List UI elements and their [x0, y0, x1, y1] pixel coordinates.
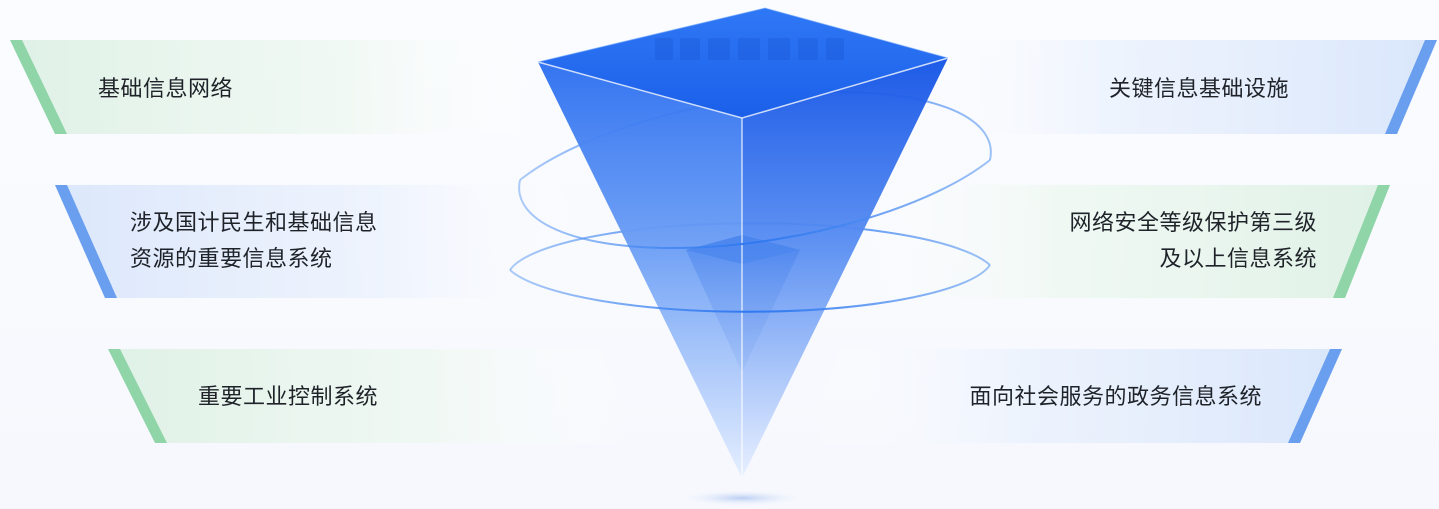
right-label-2-line-2: 及以上信息系统: [1159, 247, 1317, 272]
left-banner-3: [108, 349, 640, 443]
right-label-3: 面向社会服务的政务信息系统: [969, 380, 1262, 416]
left-label-2-line-2: 资源的重要信息系统: [130, 247, 333, 272]
left-banner-2: [55, 185, 600, 298]
right-label-1-line-1: 关键信息基础设施: [1108, 77, 1289, 102]
inverted-pyramid: [537, 7, 949, 478]
left-label-2: 涉及国计民生和基础信息 资源的重要信息系统: [130, 206, 378, 278]
pyramid-shadow: [672, 489, 812, 507]
right-label-3-line-1: 面向社会服务的政务信息系统: [969, 385, 1262, 410]
top-face-pattern: [655, 38, 844, 60]
left-label-1-line-1: 基础信息网络: [98, 77, 234, 102]
right-banner-1: [885, 40, 1437, 134]
orbit-front: [509, 159, 991, 313]
left-label-1: 基础信息网络: [98, 72, 233, 108]
right-label-2-line-1: 网络安全等级保护第三级: [1069, 211, 1317, 236]
right-banner-3: [800, 349, 1342, 443]
left-label-2-line-1: 涉及国计民生和基础信息: [130, 211, 378, 236]
left-label-3-line-1: 重要工业控制系统: [198, 385, 379, 410]
right-banner-2: [840, 185, 1390, 298]
right-label-1: 关键信息基础设施: [1109, 72, 1289, 108]
left-label-3: 重要工业控制系统: [198, 380, 378, 416]
right-label-2: 网络安全等级保护第三级 及以上信息系统: [1069, 206, 1317, 278]
left-banner-1: [10, 40, 560, 134]
